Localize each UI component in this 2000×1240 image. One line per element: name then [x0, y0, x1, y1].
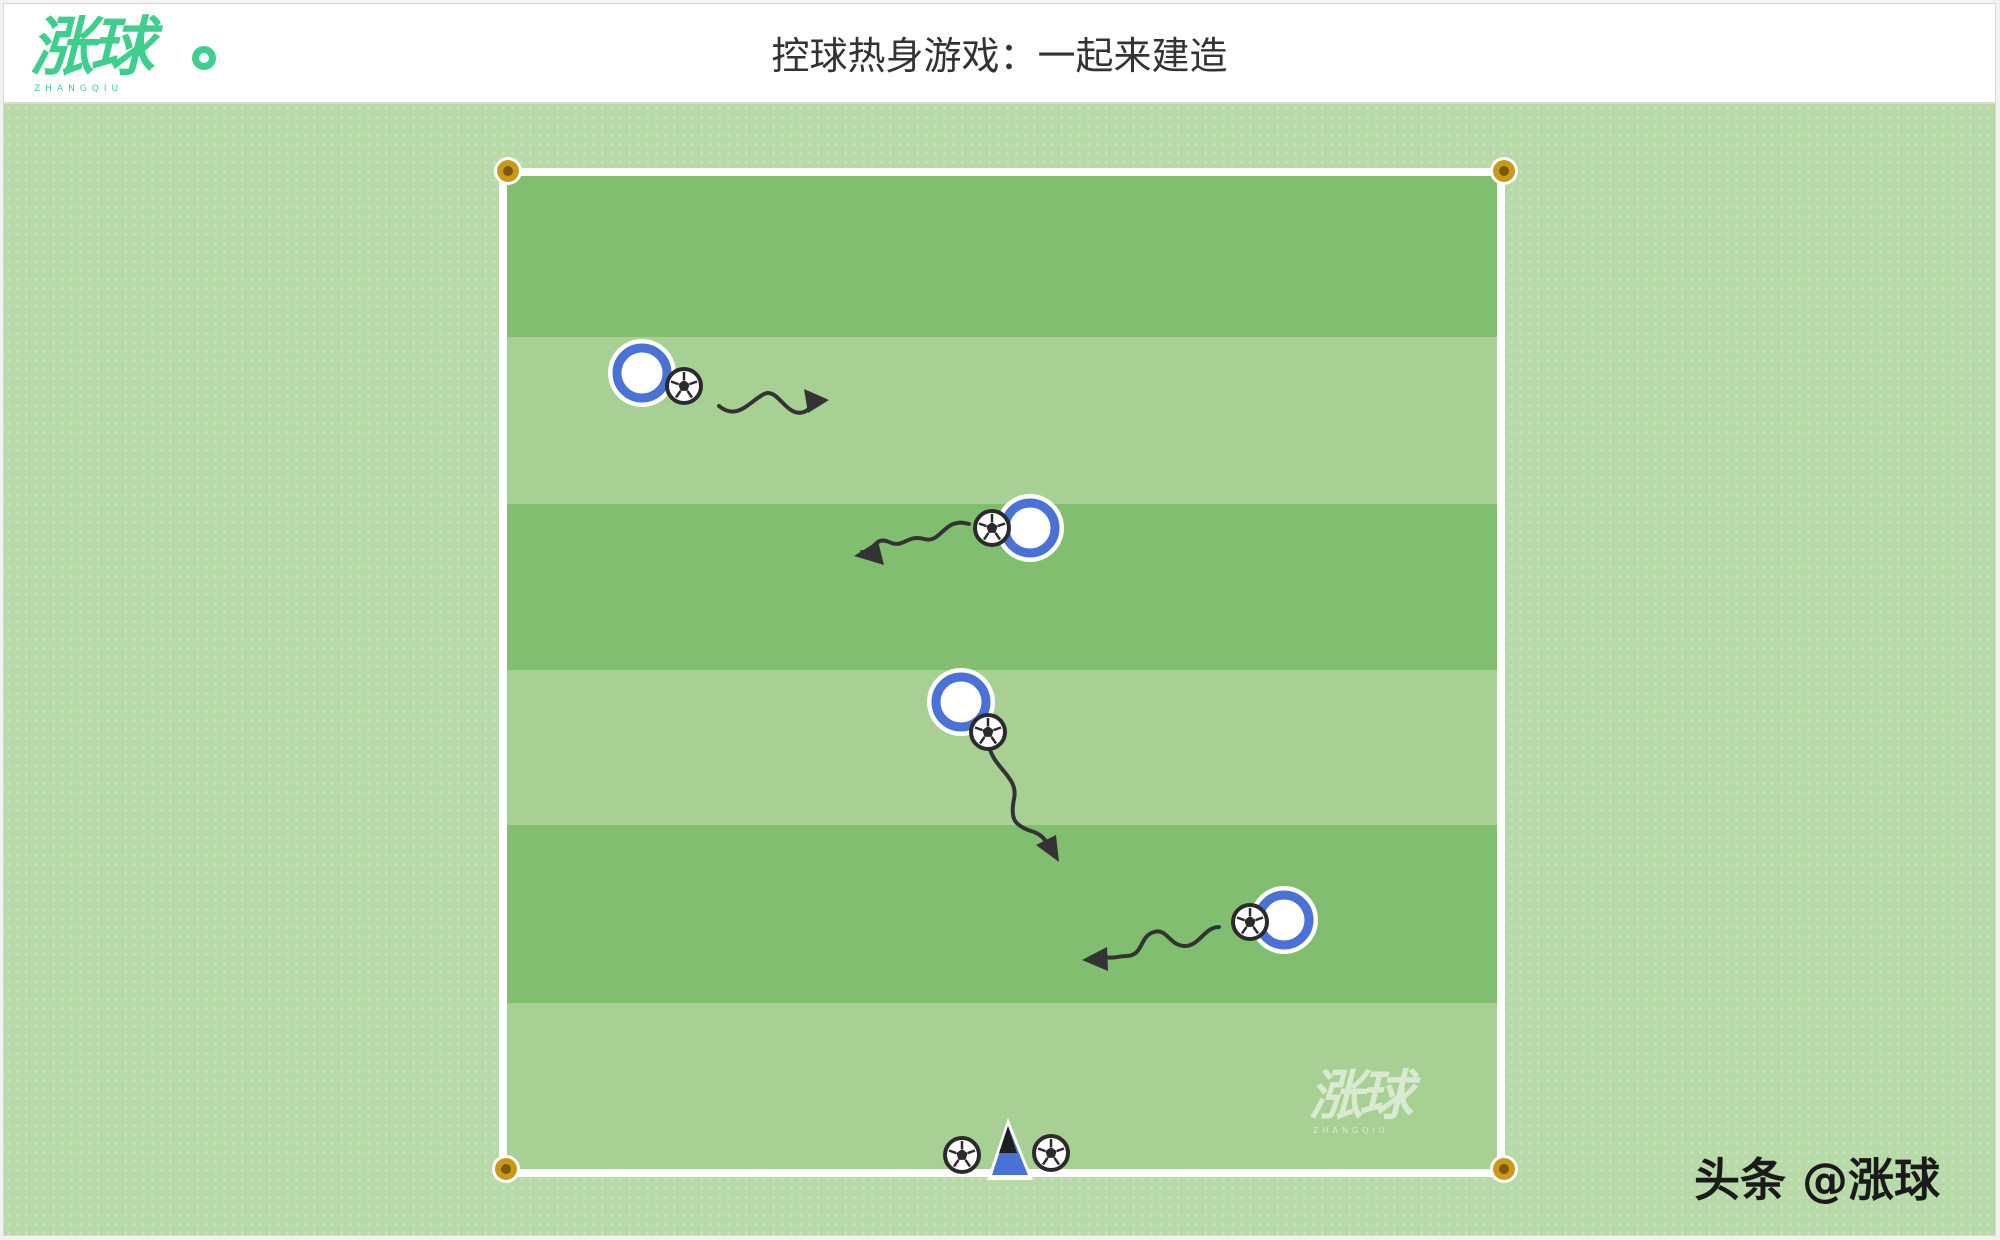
dribble-path [1102, 925, 1221, 960]
corner-marker-icon [1490, 157, 1518, 185]
logo-subtext: ZHANGQIU [34, 84, 124, 94]
corner-marker-icon [1490, 1155, 1518, 1183]
logo-ball-icon [192, 46, 216, 70]
dribble-path [987, 744, 1054, 851]
player-marker [608, 339, 676, 407]
header-bar: 涨球 ZHANGQIU 控球热身游戏：一起来建造 [4, 4, 1995, 104]
ball-icon [973, 509, 1011, 547]
pitch-stripe [504, 670, 1500, 825]
ball-icon [1231, 903, 1269, 941]
arrowhead-icon [1082, 947, 1108, 971]
pitch-stripe [504, 176, 1500, 337]
arrowhead-icon [854, 541, 884, 565]
pitch-stripe [504, 825, 1500, 1003]
diagram-frame: 涨球 ZHANGQIU 控球热身游戏：一起来建造 [3, 3, 1996, 1236]
ball-icon [665, 367, 703, 405]
corner-marker-icon [494, 157, 522, 185]
cone-tip [999, 1126, 1017, 1153]
training-board: 涨球 ZHANGQIU 头条 @涨球 [4, 104, 1995, 1235]
page-title: 控球热身游戏：一起来建造 [771, 34, 1228, 78]
ball-icon [1032, 1134, 1070, 1172]
logo: 涨球 ZHANGQIU [30, 8, 220, 98]
arrowhead-icon [1036, 835, 1059, 862]
logo-text: 涨球 [30, 11, 154, 85]
corner-marker-icon [492, 1155, 520, 1183]
arrowhead-icon [804, 389, 829, 413]
source-credit: 头条 @涨球 [1694, 1153, 1941, 1207]
pitch-diagram [492, 157, 1518, 1183]
ball-icon [943, 1136, 981, 1174]
ball-icon [969, 713, 1007, 751]
